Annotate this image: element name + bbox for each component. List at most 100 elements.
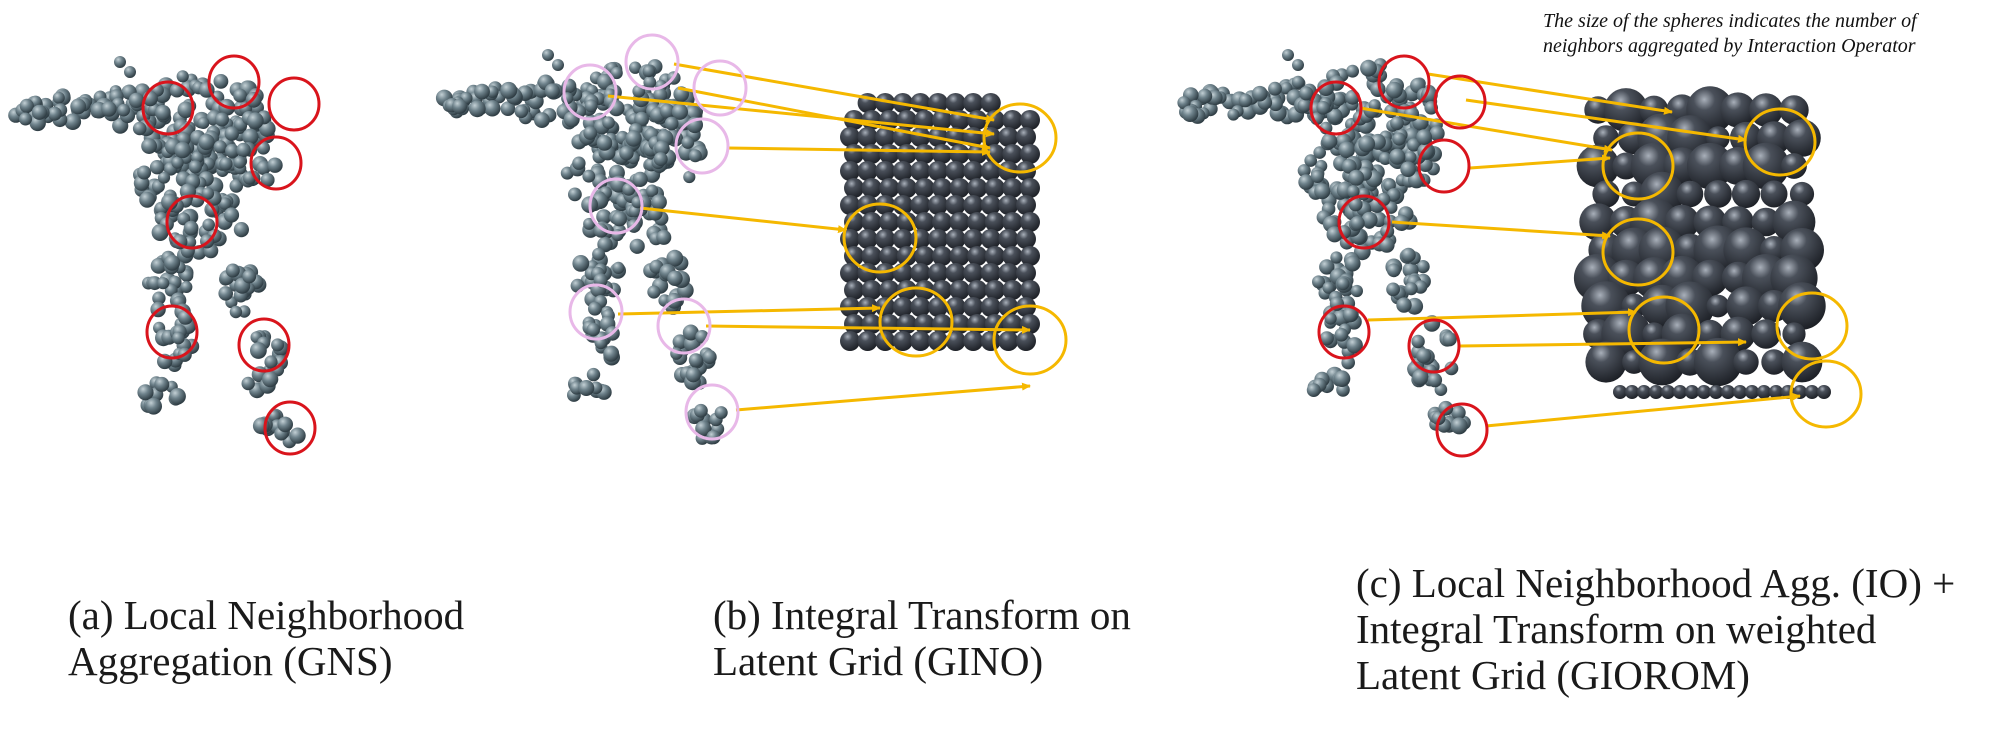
neighborhood-circle xyxy=(1377,54,1431,110)
particle xyxy=(1416,348,1432,364)
grid-sphere xyxy=(1002,212,1023,232)
grid-sphere xyxy=(861,178,882,198)
particle xyxy=(629,61,642,74)
grid-sphere xyxy=(910,195,931,215)
grid-sphere xyxy=(963,161,984,181)
grid-sphere xyxy=(1579,203,1617,241)
grid-sphere xyxy=(861,280,882,300)
grid-sphere xyxy=(1002,178,1023,198)
grid-sphere xyxy=(910,297,931,317)
particle xyxy=(1400,161,1416,177)
particle xyxy=(229,305,243,319)
particle xyxy=(1268,96,1283,112)
particle xyxy=(154,376,170,392)
grid-sphere xyxy=(1697,385,1711,399)
particle xyxy=(1412,369,1429,386)
particle xyxy=(586,367,601,382)
grid-sphere xyxy=(1685,385,1699,399)
grid-sphere xyxy=(910,93,931,113)
grid-sphere xyxy=(1020,144,1040,164)
grid-sphere xyxy=(914,110,935,130)
particle xyxy=(1450,417,1468,435)
grid-sphere xyxy=(1020,246,1040,266)
grid-sphere xyxy=(932,314,952,334)
particle xyxy=(1404,151,1417,164)
particle xyxy=(1298,174,1314,190)
particle xyxy=(484,100,501,117)
grid-sphere xyxy=(896,144,917,164)
grid-sphere xyxy=(928,229,948,249)
grid-sphere xyxy=(1613,385,1627,399)
grid-sphere xyxy=(1742,142,1790,190)
particle xyxy=(250,342,267,359)
particle xyxy=(1333,370,1351,388)
neighborhood-circle xyxy=(1407,318,1461,374)
particle xyxy=(176,70,189,83)
particle xyxy=(241,376,255,391)
particle xyxy=(1346,64,1359,78)
particle xyxy=(229,179,244,193)
particle xyxy=(544,83,560,99)
particle xyxy=(1396,297,1412,313)
grid-sphere xyxy=(1002,246,1023,266)
grid-sphere xyxy=(932,246,952,266)
particle xyxy=(1348,197,1363,212)
grid-sphere xyxy=(910,127,931,147)
particle xyxy=(101,101,117,117)
grid-sphere xyxy=(932,212,952,232)
particle xyxy=(236,142,251,158)
particle xyxy=(602,116,615,129)
grid-sphere xyxy=(1016,263,1036,283)
particle xyxy=(653,87,668,102)
grid-sphere xyxy=(980,161,1001,181)
particle xyxy=(500,81,518,99)
particle xyxy=(233,222,249,238)
particle xyxy=(47,106,62,121)
particle xyxy=(174,141,191,159)
grid-sphere xyxy=(949,212,970,232)
particle xyxy=(114,56,126,68)
particle xyxy=(177,101,195,119)
particle xyxy=(1334,328,1349,342)
particle xyxy=(1338,141,1355,159)
grid-sphere xyxy=(1693,337,1743,387)
particle xyxy=(267,157,283,173)
grid-sphere xyxy=(861,246,882,266)
grid-sphere xyxy=(892,331,913,351)
particle xyxy=(714,406,728,420)
particle xyxy=(1378,152,1392,166)
particle xyxy=(1421,86,1438,104)
particle xyxy=(452,98,468,114)
grid-sphere xyxy=(1686,142,1734,190)
particle xyxy=(157,171,171,184)
grid-sphere xyxy=(1661,385,1675,399)
grid-sphere xyxy=(1706,294,1730,318)
neighborhood-circle xyxy=(684,383,740,441)
particle xyxy=(223,207,240,223)
particle xyxy=(137,165,152,180)
neighborhood-circle xyxy=(1435,402,1489,458)
particle xyxy=(653,152,668,167)
particle xyxy=(1327,108,1343,124)
grid-sphere xyxy=(1637,385,1651,399)
grid-sphere xyxy=(1757,385,1771,399)
mapping-arrow xyxy=(607,94,995,138)
particle xyxy=(1404,282,1418,296)
grid-sphere xyxy=(932,144,952,164)
particle xyxy=(688,149,702,163)
neighborhood-circle xyxy=(165,194,219,250)
particle xyxy=(583,126,598,140)
neighborhood-circle xyxy=(692,59,748,117)
particle xyxy=(1321,133,1338,150)
particle xyxy=(666,249,684,267)
particle xyxy=(647,285,661,299)
grid-sphere xyxy=(840,297,860,317)
particle xyxy=(246,112,264,130)
mapping-arrow xyxy=(617,304,881,316)
particle xyxy=(570,278,585,293)
grid-sphere xyxy=(1016,127,1036,147)
figure-panel-c xyxy=(1177,49,1471,435)
grid-sphere xyxy=(998,195,1019,215)
particle xyxy=(682,324,699,341)
latent-circle xyxy=(1789,359,1863,429)
